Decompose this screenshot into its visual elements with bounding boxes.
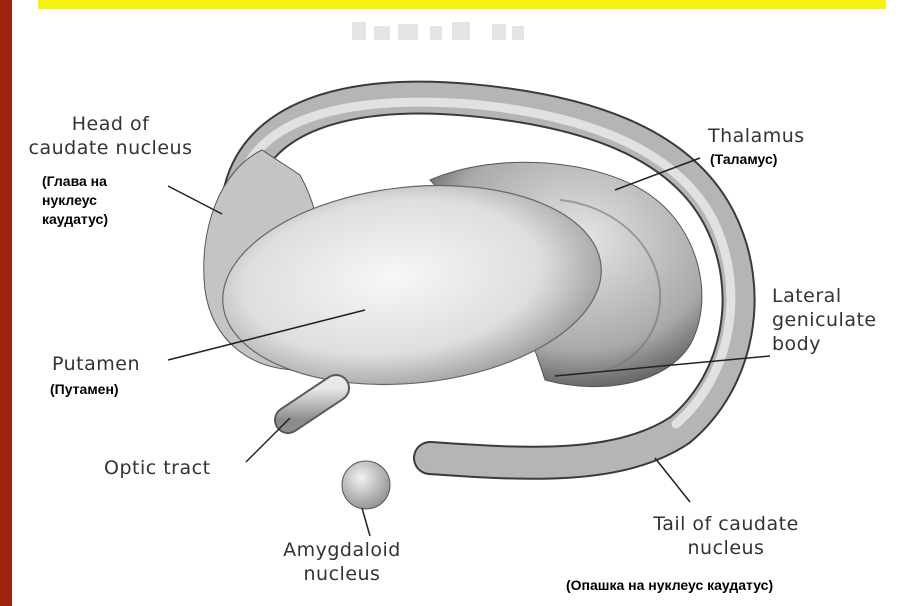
label-line: (Глава на bbox=[42, 172, 108, 191]
optic-tract-shape bbox=[288, 388, 336, 420]
label-head-of-caudate-mk: (Глава на нуклеус каудатус) bbox=[42, 172, 108, 229]
label-line: body bbox=[772, 332, 877, 356]
label-line: каудатус) bbox=[42, 210, 108, 229]
label-line: Tail of caudate bbox=[626, 512, 826, 536]
label-line: geniculate bbox=[772, 308, 877, 332]
faint-background-text bbox=[352, 22, 524, 40]
label-line: nucleus bbox=[252, 562, 432, 586]
leader-head-caudate bbox=[168, 186, 222, 214]
label-tail-of-caudate-mk: (Опашка на нуклеус каудатус) bbox=[566, 576, 773, 595]
label-line: nucleus bbox=[626, 536, 826, 560]
label-tail-of-caudate: Tail of caudate nucleus bbox=[626, 512, 826, 560]
label-line: нуклеус bbox=[42, 191, 108, 210]
label-putamen: Putamen bbox=[52, 352, 140, 376]
leader-optic-tract bbox=[246, 418, 290, 462]
label-thalamus-mk: (Таламус) bbox=[710, 150, 777, 169]
label-lateral-geniculate-body: Lateral geniculate body bbox=[772, 284, 877, 356]
label-amygdaloid-nucleus: Amygdaloid nucleus bbox=[252, 538, 432, 586]
label-line: Amygdaloid bbox=[252, 538, 432, 562]
label-line: Lateral bbox=[772, 284, 877, 308]
label-thalamus: Thalamus bbox=[708, 124, 805, 148]
leader-tail-caudate bbox=[655, 458, 690, 502]
leader-amygdaloid bbox=[362, 508, 370, 536]
label-optic-tract: Optic tract bbox=[104, 456, 211, 480]
label-putamen-mk: (Путамен) bbox=[50, 380, 119, 399]
label-line: Head of bbox=[8, 112, 213, 136]
label-line: caudate nucleus bbox=[8, 136, 213, 160]
amygdaloid-shape bbox=[342, 461, 390, 509]
label-head-of-caudate: Head of caudate nucleus bbox=[8, 112, 213, 160]
